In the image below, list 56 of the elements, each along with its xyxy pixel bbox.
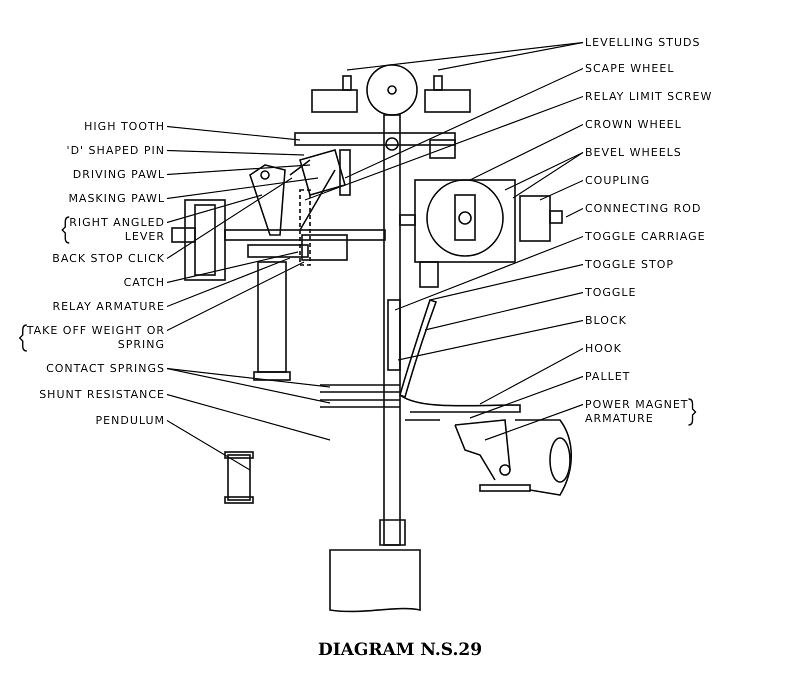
leader-line: [166, 194, 262, 224]
part-label: POWER MAGNET ARMATURE: [585, 398, 715, 426]
part-label: HOOK: [585, 342, 765, 356]
leader-line: [512, 152, 584, 198]
leader-line: [166, 177, 318, 200]
leader-line: [346, 42, 584, 71]
leader-line: [504, 152, 584, 191]
part-label: RIGHT ANGLED LEVER: [35, 216, 165, 244]
leader-line: [424, 292, 584, 331]
leader-line: [166, 164, 310, 176]
part-label: SHUNT RESISTANCE: [5, 388, 165, 402]
leader-line: [540, 180, 584, 201]
leader-line: [166, 368, 330, 388]
leader-line: [166, 257, 290, 308]
part-label: LEVELLING STUDS: [585, 36, 765, 50]
part-label: CONTACT SPRINGS: [5, 362, 165, 376]
leader-line: [166, 126, 300, 141]
part-label: TAKE OFF WEIGHT OR SPRING: [25, 324, 165, 352]
part-label: SCAPE WHEEL: [585, 62, 765, 76]
leader-line: [430, 264, 584, 301]
leader-line: [480, 348, 584, 405]
leader-line: [344, 68, 584, 179]
part-label: CATCH: [55, 276, 165, 290]
leader-line: [484, 404, 584, 441]
part-label: TOGGLE CARRIAGE: [585, 230, 765, 244]
leader-line: [166, 261, 304, 332]
part-label: TOGGLE STOP: [585, 258, 765, 272]
leader-line: [566, 208, 584, 218]
leader-line: [166, 178, 292, 259]
part-label: BEVEL WHEELS: [585, 146, 765, 160]
part-label: PALLET: [585, 370, 765, 384]
part-label: CROWN WHEEL: [585, 118, 765, 132]
leader-line: [166, 368, 330, 404]
part-label: HIGH TOOTH: [55, 120, 165, 134]
leader-line: [394, 236, 584, 311]
leader-line: [166, 150, 304, 156]
part-label: COUPLING: [585, 174, 765, 188]
part-label: RELAY LIMIT SCREW: [585, 90, 765, 104]
leader-line: [166, 394, 330, 441]
leader-line: [398, 320, 584, 361]
part-label: MASKING PAWL: [35, 192, 165, 206]
part-label: TOGGLE: [585, 286, 765, 300]
leader-line: [166, 420, 250, 471]
part-label: PENDULUM: [35, 414, 165, 428]
leader-line: [470, 124, 584, 181]
leader-line: [304, 96, 584, 201]
part-label: BACK STOP CLICK: [15, 252, 165, 266]
part-label: RELAY ARMATURE: [15, 300, 165, 314]
caption: DIAGRAM N.S.29: [316, 640, 484, 660]
part-label: DRIVING PAWL: [35, 168, 165, 182]
part-label: BLOCK: [585, 314, 765, 328]
part-label: CONNECTING ROD: [585, 202, 765, 216]
leader-line: [470, 376, 584, 419]
leader-line: [438, 42, 584, 71]
part-label: 'D' SHAPED PIN: [35, 144, 165, 158]
leader-line: [166, 251, 298, 284]
